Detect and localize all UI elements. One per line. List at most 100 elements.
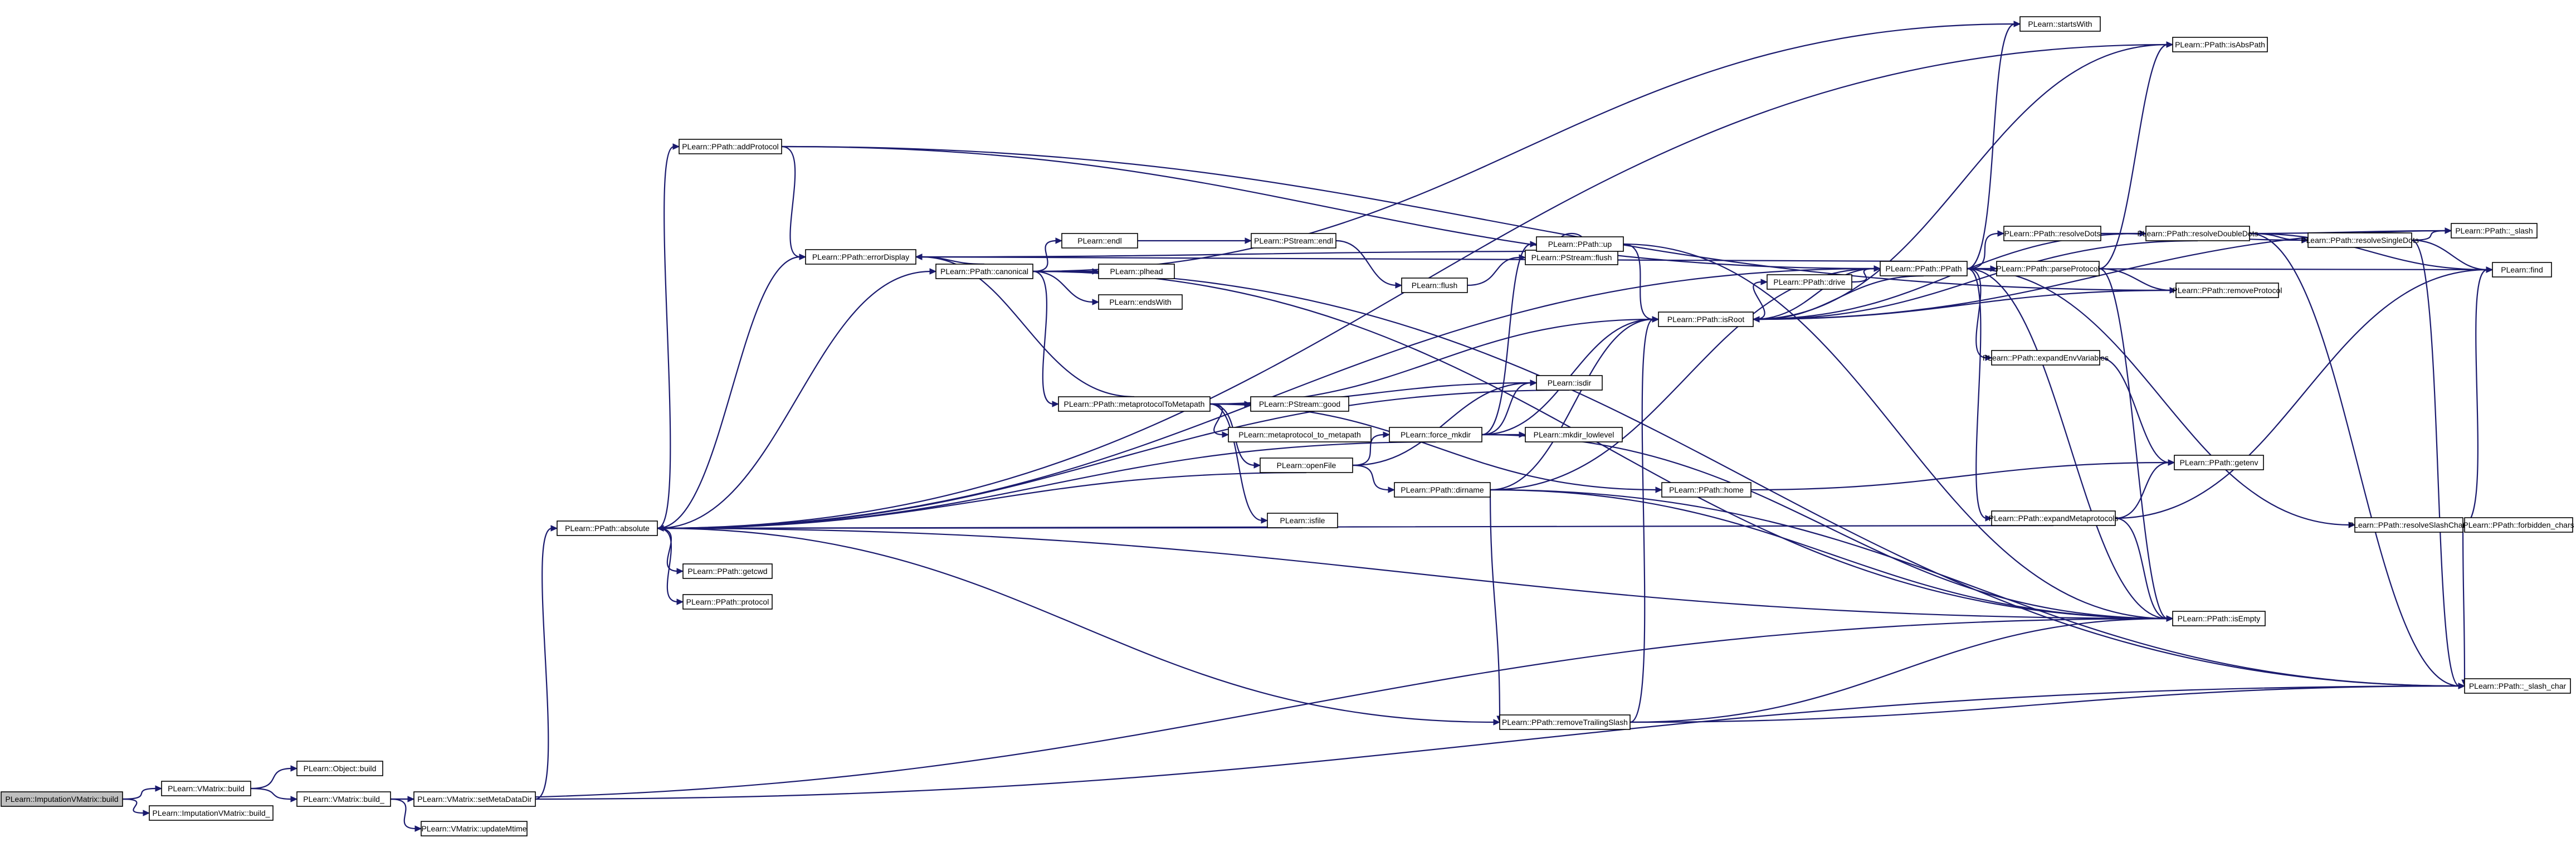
node-ressd[interactable]: PLearn::PPath::resolveSingleDots — [2301, 232, 2419, 248]
node-label: PLearn::mkdir_lowlevel — [1534, 430, 1614, 439]
node-label: PLearn::PPath::up — [1548, 240, 1612, 249]
edge-vmbuild-to-objbuild — [250, 767, 292, 790]
node-box — [1267, 513, 1338, 528]
node-home[interactable]: PLearn::PPath::home — [1661, 482, 1752, 498]
edge-openfile-to-forcemkdir — [1352, 434, 1385, 466]
node-resdd[interactable]: PLearn::PPath::resolveDoubleDots — [2137, 226, 2258, 241]
edge-resdd-to-slash — [2249, 230, 2447, 235]
node-isempty[interactable]: PLearn::PPath::isEmpty — [2172, 611, 2266, 626]
node-drive[interactable]: PLearn::PPath::drive — [1767, 274, 1852, 290]
node-box — [1525, 250, 1618, 265]
node-root[interactable]: PLearn::ImputationVMatrix::build — [1, 791, 123, 807]
node-slashchar[interactable]: PLearn::PPath::_slash_char — [2464, 678, 2571, 694]
node-box — [679, 139, 782, 154]
node-openfile[interactable]: PLearn::openFile — [1260, 457, 1353, 473]
edge-mp2mp-to-isroot — [1209, 318, 1654, 405]
edge-resdd-to-ressd-arrowhead — [2301, 237, 2309, 244]
node-getenv[interactable]: PLearn::PPath::getenv — [2174, 455, 2264, 470]
node-parseproto[interactable]: PLearn::PPath::parseProtocol — [1996, 261, 2100, 276]
node-resdots[interactable]: PLearn::PPath::resolveDots — [2003, 226, 2101, 241]
node-good[interactable]: PLearn::PStream::good — [1250, 396, 1349, 412]
node-removeproto[interactable]: PLearn::PPath::removeProtocol — [2173, 283, 2282, 298]
node-isabs[interactable]: PLearn::PPath::isAbsPath — [2172, 37, 2268, 52]
node-vmbuild_[interactable]: PLearn::VMatrix::build_ — [296, 791, 391, 807]
node-box — [1, 791, 123, 807]
node-ppath[interactable]: PLearn::PPath::PPath — [1880, 261, 1968, 276]
node-endswith[interactable]: PLearn::endsWith — [1098, 294, 1183, 310]
node-ivbuild_[interactable]: PLearn::ImputationVMatrix::build_ — [149, 805, 274, 821]
node-isroot[interactable]: PLearn::PPath::isRoot — [1658, 312, 1754, 327]
node-absolute[interactable]: PLearn::PPath::absolute — [557, 520, 658, 536]
edge-ppath-to-resdots-arrowhead — [1997, 230, 2005, 237]
edge-ppath-to-expmeta — [1967, 267, 1987, 519]
edge-openfile-to-forcemkdir-arrowhead — [1383, 431, 1391, 438]
node-getcwd[interactable]: PLearn::PPath::getcwd — [682, 563, 773, 579]
node-box — [1536, 236, 1624, 252]
edge-addproto-to-errdisp-arrowhead — [799, 254, 807, 260]
node-box — [2175, 283, 2279, 298]
node-find[interactable]: PLearn::find — [2492, 262, 2552, 278]
node-label: PLearn::PPath::drive — [1773, 278, 1845, 286]
edge-root-to-vmbuild — [122, 787, 157, 800]
node-box — [2172, 611, 2266, 626]
node-updmtime[interactable]: PLearn::VMatrix::updateMtime — [421, 821, 528, 836]
node-box — [1228, 427, 1372, 442]
edge-openfile-to-dirname — [1352, 464, 1390, 491]
edge-isdir-to-absolute — [662, 389, 1570, 529]
edge-canonical-to-slashchar — [1032, 270, 2460, 687]
node-isfile[interactable]: PLearn::isfile — [1267, 513, 1338, 528]
node-protocol[interactable]: PLearn::PPath::protocol — [682, 594, 773, 610]
node-expmeta[interactable]: PLearn::PPath::expandMetaprotocols — [1989, 510, 2119, 526]
node-pstflush[interactable]: PLearn::PStream::flush — [1525, 250, 1618, 265]
node-pstendl[interactable]: PLearn::PStream::endl — [1251, 233, 1336, 249]
node-box — [413, 791, 536, 807]
edge-setmeta-to-slashchar — [535, 685, 2460, 800]
edge-up-to-errdisp — [920, 250, 1580, 258]
node-box — [2492, 262, 2552, 278]
edge-resdd-to-find — [2249, 232, 2488, 271]
node-up[interactable]: PLearn::PPath::up — [1536, 236, 1624, 252]
node-box — [1996, 261, 2100, 276]
node-flush[interactable]: PLearn::flush — [1401, 278, 1468, 293]
node-addproto[interactable]: PLearn::PPath::addProtocol — [679, 139, 782, 154]
node-vmbuild[interactable]: PLearn::VMatrix::build — [161, 781, 251, 796]
node-mp2mp[interactable]: PLearn::PPath::metaprotocolToMetapath — [1058, 396, 1211, 412]
edge-expmeta-to-isempty — [2115, 517, 2168, 620]
node-removets[interactable]: PLearn::PPath::removeTrailingSlash — [1499, 714, 1631, 730]
node-label: PLearn::isdir — [1548, 378, 1592, 387]
node-mkdirlow[interactable]: PLearn::mkdir_lowlevel — [1525, 427, 1623, 442]
node-label: PLearn::VMatrix::setMetaDataDir — [417, 795, 532, 804]
node-setmeta[interactable]: PLearn::VMatrix::setMetaDataDir — [413, 791, 536, 807]
edge-vmbuild_-to-updmtime — [390, 798, 417, 830]
node-box — [1394, 482, 1491, 498]
edge-addproto-to-ppath — [781, 145, 1876, 270]
node-canonical[interactable]: PLearn::PPath::canonical — [935, 264, 1033, 279]
node-dirname[interactable]: PLearn::PPath::dirname — [1394, 482, 1491, 498]
edge-expmeta-to-isempty-arrowhead — [2166, 615, 2174, 622]
node-plhead[interactable]: PLearn::plhead — [1098, 264, 1175, 279]
edge-parseproto-to-isempty — [2099, 267, 2168, 620]
node-label: PLearn::PPath::getenv — [2180, 458, 2258, 467]
node-startswith[interactable]: PLearn::startsWith — [2019, 16, 2101, 32]
node-objbuild[interactable]: PLearn::Object::build — [296, 761, 383, 776]
node-forcemkdir[interactable]: PLearn::force_mkdir — [1389, 427, 1482, 442]
node-expenv[interactable]: PLearn::PPath::expandEnvVariables — [1983, 350, 2109, 366]
node-label: PLearn::PPath::removeProtocol — [2173, 286, 2282, 295]
node-endl[interactable]: PLearn::endl — [1061, 233, 1138, 249]
edge-ressd-to-slashchar-arrowhead — [2458, 683, 2466, 689]
node-errdisp[interactable]: PLearn::PPath::errorDisplay — [805, 249, 916, 265]
node-box — [2174, 455, 2264, 470]
edge-vmbuild_-to-isempty — [390, 617, 2168, 800]
edge-dirname-to-removets — [1489, 489, 1501, 718]
edge-up-to-isempty — [1623, 243, 2168, 620]
node-mp_to_mp[interactable]: PLearn::metaprotocol_to_metapath — [1228, 427, 1372, 442]
node-label: PLearn::PPath::protocol — [686, 597, 769, 606]
node-box — [1536, 375, 1603, 391]
node-resslash[interactable]: PLearn::PPath::resolveSlashChars — [2349, 517, 2469, 533]
edge-ppath-to-errdisp-arrowhead — [915, 254, 923, 260]
edge-ppath-to-resslash-arrowhead — [2348, 522, 2356, 528]
node-forbidden[interactable]: PLearn::PPath::forbidden_chars — [2463, 517, 2574, 533]
node-slash[interactable]: PLearn::PPath::_slash — [2451, 223, 2538, 239]
node-isdir[interactable]: PLearn::isdir — [1536, 375, 1603, 391]
edge-up-to-isroot — [1623, 243, 1654, 320]
